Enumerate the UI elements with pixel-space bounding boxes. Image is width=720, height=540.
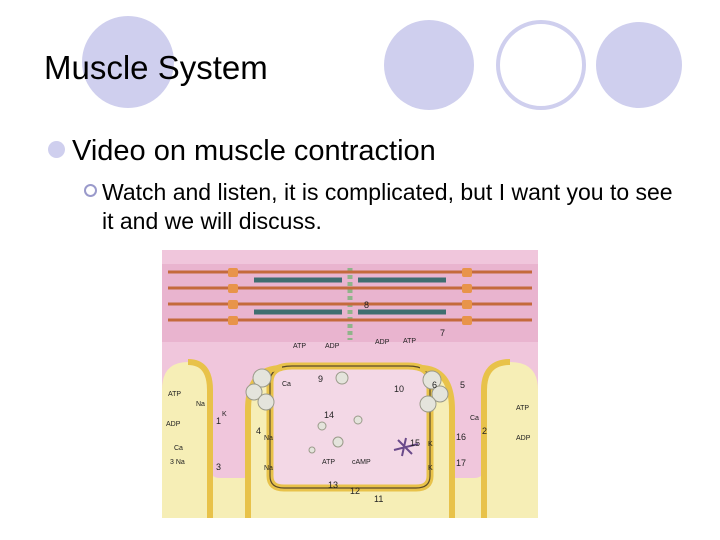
svg-text:14: 14 — [324, 410, 334, 420]
label-ca-left: Ca — [174, 445, 183, 452]
svg-text:1: 1 — [216, 416, 221, 426]
bullet-dot-icon — [48, 141, 65, 158]
label-ca-right: Ca — [470, 415, 479, 422]
slide-title: Muscle System — [44, 48, 268, 88]
svg-text:11: 11 — [374, 494, 383, 504]
label-adp-left: ADP — [166, 421, 181, 428]
svg-text:12: 12 — [350, 486, 360, 496]
label-na-left: Na — [196, 401, 205, 408]
bullet-ring-icon — [84, 184, 97, 197]
bullet-level1-text: Video on muscle contraction — [72, 135, 436, 167]
label-atp-right: ATP — [516, 405, 529, 412]
label-na-4a: Na — [264, 435, 273, 442]
svg-text:15: 15 — [410, 438, 420, 448]
label-3na: 3 Na — [170, 459, 185, 466]
svg-text:6: 6 — [432, 380, 437, 390]
svg-text:7: 7 — [440, 328, 445, 338]
svg-text:3: 3 — [216, 462, 221, 472]
bullet-level1: Video on muscle contraction — [48, 134, 436, 168]
muscle-contraction-diagram: ATP ADP ADP ATP ATP ADP Na K Ca 3 Na ATP… — [162, 250, 538, 518]
label-atp-top: ATP — [293, 343, 306, 350]
label-atp-left: ATP — [168, 391, 181, 398]
label-ca-top: Ca — [282, 381, 291, 388]
svg-text:9: 9 — [318, 374, 323, 384]
svg-text:16: 16 — [456, 432, 466, 442]
decor-circle-2 — [384, 20, 474, 110]
label-na-4b: Na — [264, 465, 273, 472]
decor-circle-3 — [496, 20, 586, 110]
svg-text:17: 17 — [456, 458, 466, 468]
svg-text:13: 13 — [328, 480, 338, 490]
svg-text:8: 8 — [364, 300, 369, 310]
sarcomere — [162, 264, 538, 342]
label-adp-top: ADP — [325, 343, 340, 350]
label-k-17: K — [428, 465, 433, 472]
sarcoplasmic-reticulum — [270, 366, 430, 488]
label-k-16: K — [428, 441, 433, 448]
svg-text:2: 2 — [482, 426, 487, 436]
svg-text:4: 4 — [256, 426, 261, 436]
svg-text:10: 10 — [394, 384, 404, 394]
label-adp-mid: ADP — [375, 339, 390, 346]
label-k-left: K — [222, 411, 227, 418]
label-adp-right: ADP — [516, 435, 531, 442]
bullet-level2: Watch and listen, it is complicated, but… — [84, 178, 684, 236]
label-atp-mid: ATP — [403, 338, 416, 345]
decor-circle-4 — [596, 22, 682, 108]
svg-text:5: 5 — [460, 380, 465, 390]
bullet-level2-text: Watch and listen, it is complicated, but… — [84, 178, 684, 236]
label-camp: cAMP — [352, 459, 371, 466]
label-atp-lower: ATP — [322, 459, 335, 466]
